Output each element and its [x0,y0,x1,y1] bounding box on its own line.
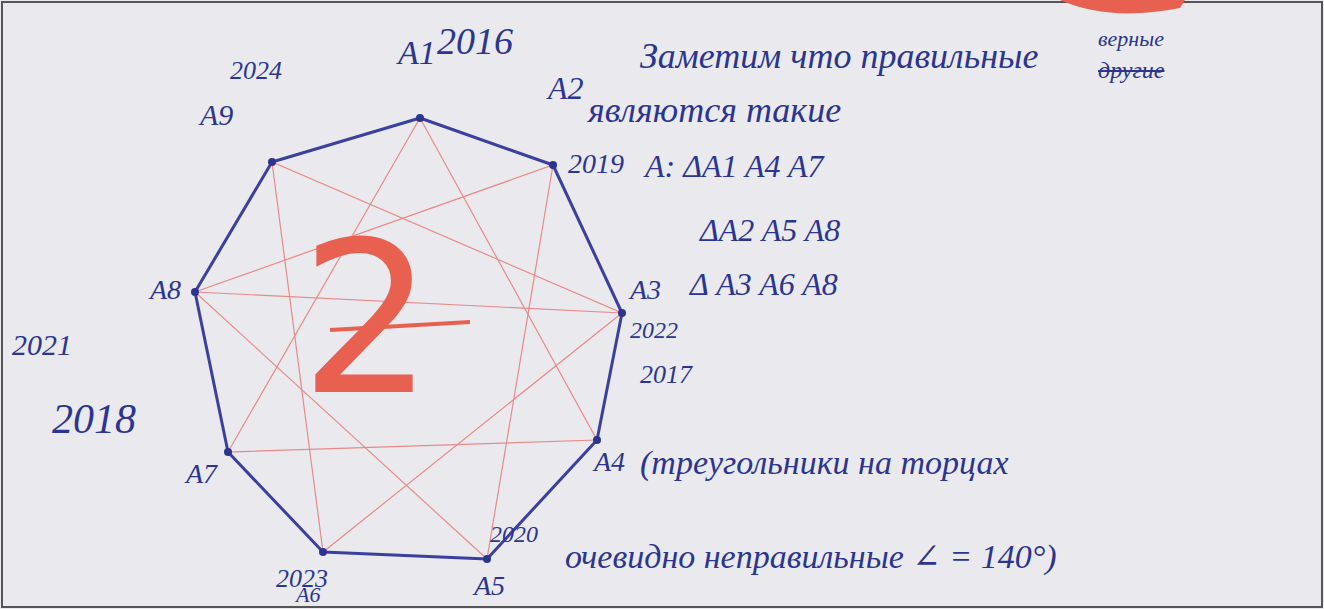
handwritten-label: A7 [186,460,217,488]
handwritten-label: 2018 [52,398,136,440]
nonagon [195,118,622,559]
vertex-dots [191,114,626,563]
handwritten-label: A6 [296,584,320,606]
handwritten-label: Заметим что правильные [640,38,1038,74]
handwritten-label: верные [1098,28,1164,50]
handwritten-label: 2024 [230,58,282,84]
handwritten-label: 2021 [12,330,72,360]
handwritten-label: A: ΔA1 A4 A7 [645,150,823,182]
handwritten-label: 2019 [568,150,624,178]
handwritten-label: 2016 [437,22,513,60]
grade-mark: 2 [300,215,434,425]
handwritten-label: A1 [398,36,436,70]
handwritten-label: A2 [548,72,584,104]
handwritten-label: очевидно неправильные ∠ = 140°) [565,540,1057,574]
handwritten-label: A9 [200,100,233,130]
handwritten-label: 2017 [640,362,692,388]
handwritten-label: 2022 [630,318,678,342]
handwritten-label: Δ A3 A6 A8 [690,268,838,300]
handwritten-label: являются такие [588,92,841,128]
handwritten-label: другие [1098,58,1165,82]
handwritten-label: ΔA2 A5 A8 [700,214,840,246]
handwritten-label: A3 [630,276,661,304]
handwritten-label: A5 [474,572,505,600]
red-triangles [195,118,622,559]
handwritten-label: A4 [594,448,625,476]
handwritten-label: (треугольники на торцах [640,446,1008,480]
red-mark [1060,0,1185,13]
handwritten-label: A8 [150,276,181,304]
handwritten-label: 2020 [490,522,538,546]
